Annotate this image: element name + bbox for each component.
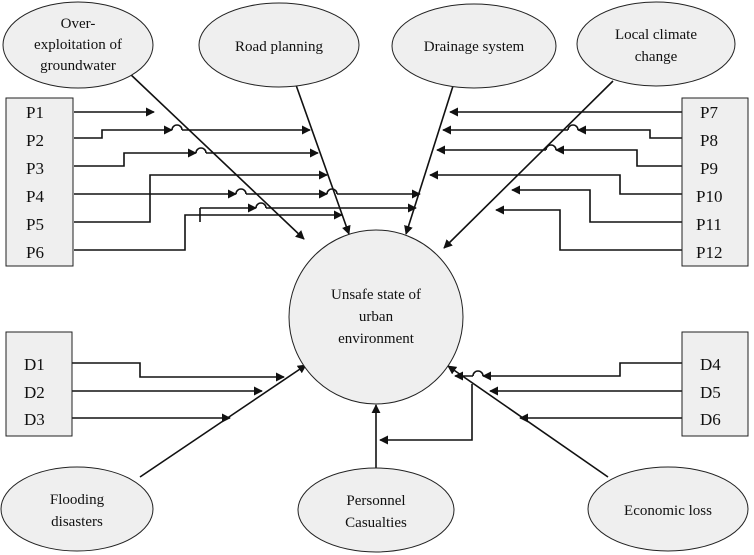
factor-p11: P11	[696, 215, 722, 234]
damage-d6: D6	[700, 410, 721, 429]
hop-p5	[255, 202, 267, 209]
center-label-line-1: Unsafe state of	[331, 287, 421, 303]
top-node-drainage-system: Drainage system	[391, 3, 557, 89]
road-planning-label: Road planning	[235, 39, 323, 55]
connectors	[72, 71, 682, 478]
connector-drainage-to-center	[404, 85, 454, 235]
top-node-road-planning: Road planning	[198, 2, 360, 88]
link-economic-to-casualties	[379, 384, 473, 445]
right-factors-box: P7 P8 P9 P10 P11 P12	[681, 97, 749, 267]
link-p11	[511, 185, 682, 223]
local-climate-change-line-2: change	[635, 49, 678, 65]
hop-p9	[545, 144, 557, 151]
personnel-casualties-line-2: Casualties	[345, 515, 407, 531]
factor-p6: P6	[26, 243, 44, 262]
connector-groundwater-to-center	[127, 71, 305, 240]
factor-p7: P7	[700, 103, 718, 122]
link-d4	[482, 362, 682, 381]
left-damages-box: D1 D2 D3	[5, 331, 73, 437]
factor-p3: P3	[26, 159, 44, 178]
left-damages-rect	[5, 331, 73, 437]
factor-p9: P9	[700, 159, 718, 178]
top-node-local-climate-change: Local climate change	[576, 1, 736, 87]
link-p5	[74, 170, 328, 223]
factor-p8: P8	[700, 131, 718, 150]
link-p9	[555, 145, 682, 167]
center-label-line-2: urban	[359, 309, 394, 325]
bottom-node-flooding-disasters: Flooding disasters	[0, 466, 154, 552]
damage-d4: D4	[700, 355, 721, 374]
factor-p1: P1	[26, 103, 44, 122]
ellipse-over-exploitation	[2, 1, 154, 89]
ellipse-flooding-disasters	[0, 466, 154, 552]
over-exploitation-line-1: Over-	[61, 16, 96, 32]
economic-loss-label: Economic loss	[624, 503, 712, 519]
damage-d3: D3	[24, 410, 45, 429]
link-d1	[72, 362, 285, 382]
factor-p2: P2	[26, 131, 44, 150]
flooding-disasters-line-1: Flooding	[50, 492, 105, 508]
center-node: Unsafe state of urban environment	[288, 229, 464, 405]
link-p6	[74, 210, 343, 251]
center-label-line-3: environment	[338, 331, 415, 347]
factor-p4: P4	[26, 187, 44, 206]
left-factors-box: P1 P2 P3 P4 P5 P6	[5, 97, 74, 267]
drainage-system-label: Drainage system	[424, 39, 525, 55]
factor-p12: P12	[696, 243, 722, 262]
flooding-disasters-line-2: disasters	[51, 514, 103, 530]
bottom-node-personnel-casualties: Personnel Casualties	[297, 467, 455, 553]
ellipse-local-climate-change	[576, 1, 736, 87]
damage-d1: D1	[24, 355, 45, 374]
hop-p4c	[326, 188, 338, 195]
right-damages-box: D4 D5 D6	[681, 331, 749, 437]
hop-p8	[567, 124, 579, 131]
left-factors-rect	[5, 97, 74, 267]
damage-d5: D5	[700, 383, 721, 402]
ellipse-road-planning	[198, 2, 360, 88]
link-p3	[74, 148, 197, 167]
top-node-over-exploitation: Over- exploitation of groundwater	[2, 1, 154, 89]
connector-climate-to-center	[443, 80, 614, 249]
right-damages-rect	[681, 331, 749, 437]
connector-flooding-to-center	[139, 364, 307, 478]
link-p2	[74, 125, 173, 139]
connector-road-to-center	[295, 84, 351, 235]
hop-p2	[171, 124, 183, 131]
factor-p10: P10	[696, 187, 722, 206]
ellipse-economic-loss	[587, 466, 749, 552]
right-factors-rect	[681, 97, 749, 267]
ellipse-personnel-casualties	[297, 467, 455, 553]
link-p8	[577, 125, 682, 139]
factor-p5: P5	[26, 215, 44, 234]
damage-d2: D2	[24, 383, 45, 402]
hop-p4	[235, 188, 247, 195]
center-circle	[288, 229, 464, 405]
link-p12	[495, 205, 682, 251]
hop-p3	[195, 147, 207, 154]
personnel-casualties-line-1: Personnel	[346, 493, 405, 509]
hop-d4	[472, 370, 484, 377]
link-p10	[429, 170, 682, 195]
over-exploitation-line-2: exploitation of	[34, 37, 122, 53]
local-climate-change-line-1: Local climate	[615, 27, 697, 43]
over-exploitation-line-3: groundwater	[40, 58, 116, 74]
ellipse-drainage-system	[391, 3, 557, 89]
bottom-node-economic-loss: Economic loss	[587, 466, 749, 552]
